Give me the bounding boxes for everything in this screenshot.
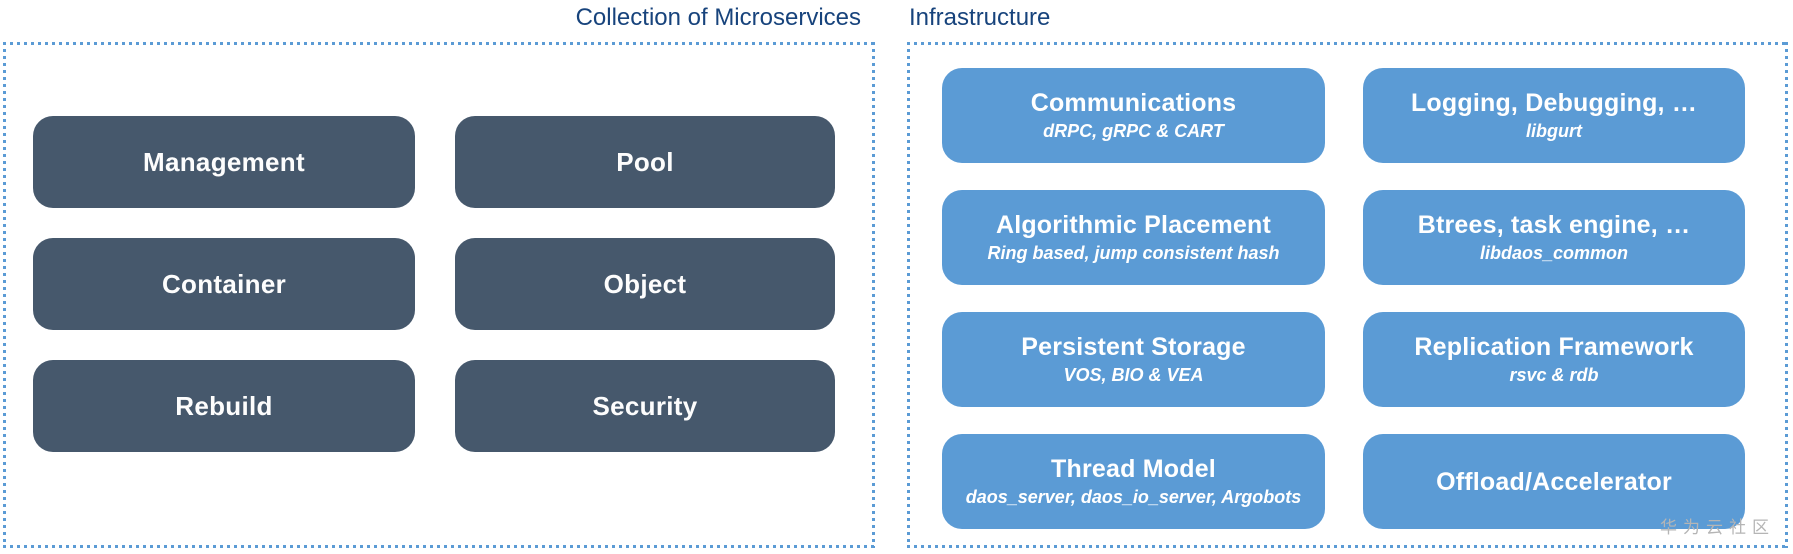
microservice-box-management: Management [33, 116, 415, 208]
infra-box-title: Logging, Debugging, … [1410, 88, 1698, 117]
microservice-box-rebuild: Rebuild [33, 360, 415, 452]
infra-box-subtitle: Ring based, jump consistent hash [987, 242, 1280, 263]
infra-box-subtitle: dRPC, gRPC & CART [1043, 120, 1224, 141]
infra-box-title: Btrees, task engine, … [1417, 210, 1691, 239]
infra-box-communications: Communications dRPC, gRPC & CART [942, 68, 1325, 163]
microservices-panel: Management Pool Container Object Rebuild… [3, 42, 875, 548]
infra-box-offload-accelerator: Offload/Accelerator [1363, 434, 1745, 529]
microservices-grid: Management Pool Container Object Rebuild… [33, 116, 835, 452]
infrastructure-panel-title: Infrastructure [909, 4, 1051, 31]
microservice-box-object: Object [455, 238, 835, 330]
infra-box-subtitle: libdaos_common [1479, 242, 1629, 263]
infra-box-persistent-storage: Persistent Storage VOS, BIO & VEA [942, 312, 1325, 407]
infra-box-subtitle: rsvc & rdb [1509, 364, 1599, 385]
infra-box-title: Algorithmic Placement [995, 210, 1272, 239]
infra-box-thread-model: Thread Model daos_server, daos_io_server… [942, 434, 1325, 529]
infrastructure-panel: Communications dRPC, gRPC & CART Logging… [907, 42, 1788, 548]
microservice-box-container: Container [33, 238, 415, 330]
infra-box-title: Offload/Accelerator [1436, 467, 1672, 496]
infra-box-title: Thread Model [1051, 454, 1216, 483]
infra-box-subtitle: VOS, BIO & VEA [1063, 364, 1204, 385]
infra-box-title: Replication Framework [1414, 332, 1694, 361]
infrastructure-grid: Communications dRPC, gRPC & CART Logging… [942, 68, 1745, 529]
infra-box-logging-debugging: Logging, Debugging, … libgurt [1363, 68, 1745, 163]
infra-box-subtitle: libgurt [1526, 120, 1582, 141]
microservices-panel-title: Collection of Microservices [575, 4, 861, 31]
microservice-box-pool: Pool [455, 116, 835, 208]
infra-box-subtitle: daos_server, daos_io_server, Argobots [965, 486, 1302, 507]
infra-box-replication-framework: Replication Framework rsvc & rdb [1363, 312, 1745, 407]
infra-box-algorithmic-placement: Algorithmic Placement Ring based, jump c… [942, 190, 1325, 285]
infra-box-title: Communications [1030, 88, 1237, 117]
infra-box-title: Persistent Storage [1021, 332, 1246, 361]
infra-box-btrees-task-engine: Btrees, task engine, … libdaos_common [1363, 190, 1745, 285]
huawei-cloud-community-watermark: 华为云社区 [1660, 518, 1775, 537]
microservice-box-security: Security [455, 360, 835, 452]
